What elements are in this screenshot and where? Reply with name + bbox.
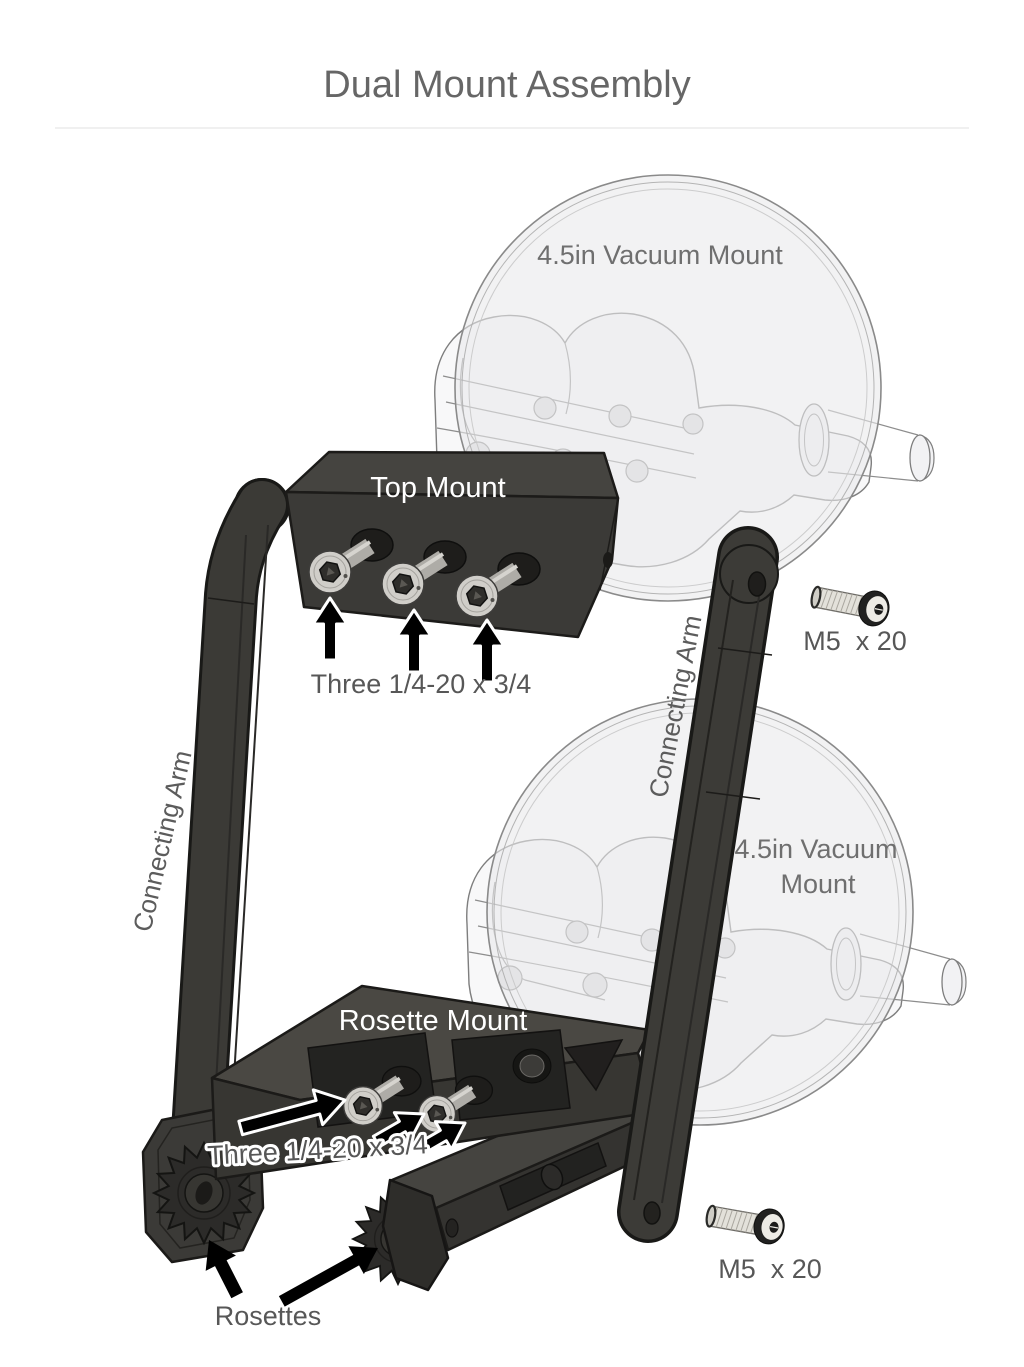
connecting-arm-right [617, 526, 779, 1243]
bottom-vacuum-mount-label-line1: 4.5in Vacuum [734, 834, 897, 864]
m5-screw-bottom-label: M5 x 20 [718, 1254, 822, 1284]
rosettes-label: Rosettes [215, 1301, 322, 1331]
page-title: Dual Mount Assembly [323, 64, 691, 106]
m5-screw-top-label: M5 x 20 [803, 626, 907, 656]
bottom-vacuum-mount-label-line2: Mount [780, 869, 856, 899]
m5-screw-bottom [702, 1197, 788, 1248]
m5-screw-top [807, 578, 894, 630]
top-vacuum-mount-label: 4.5in Vacuum Mount [537, 240, 783, 270]
top-mount-screws-label: Three 1/4-20 x 3/4 [311, 669, 532, 699]
top-mount-label: Top Mount [370, 472, 505, 504]
rosette-mount-label: Rosette Mount [339, 1005, 528, 1037]
